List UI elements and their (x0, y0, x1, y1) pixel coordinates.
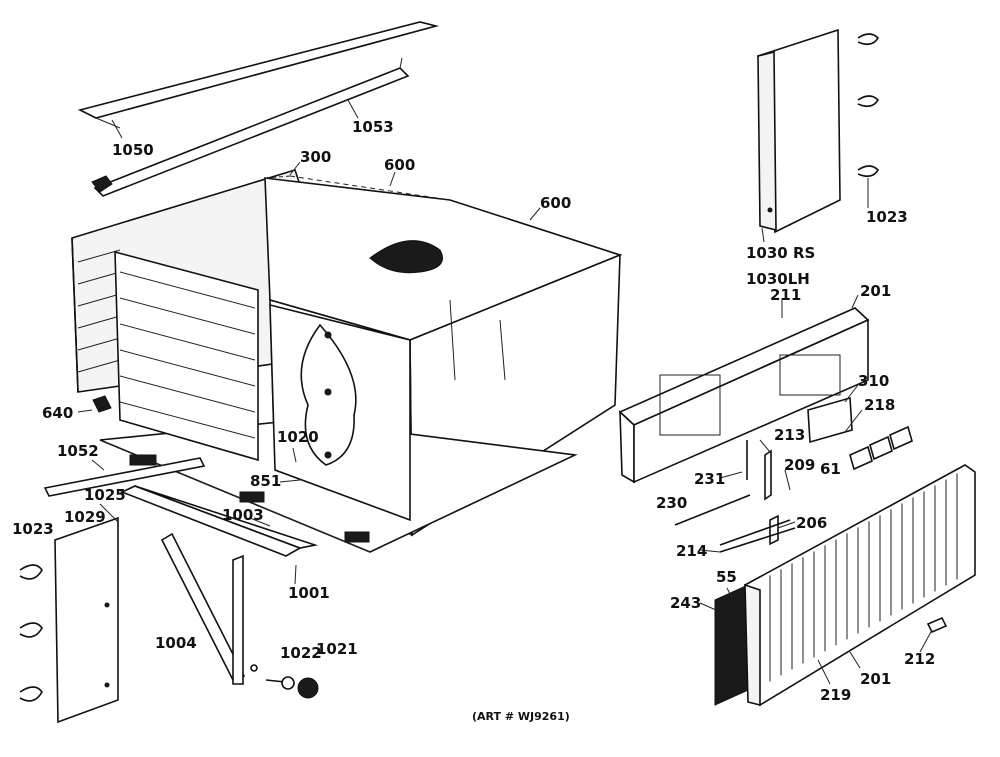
brace-1004 (160, 532, 246, 685)
louver-line (119, 323, 256, 361)
knob-1021 (297, 677, 319, 699)
label-1025: 1025 (84, 486, 126, 504)
label-61: 61 (820, 460, 841, 478)
label-214: 214 (676, 542, 707, 560)
clips-1023-left (19, 564, 43, 702)
control-panel-310 (807, 396, 853, 444)
clips-1023-right (857, 33, 880, 178)
label-1050: 1050 (112, 141, 154, 159)
label-640: 640 (42, 404, 73, 422)
coil-fin-line (77, 249, 121, 263)
label-1021: 1021 (316, 640, 358, 658)
knobs-61 (849, 425, 913, 471)
louver-line (119, 349, 256, 387)
side-curtain-1030 (757, 28, 841, 234)
label-201-top: 201 (860, 282, 891, 300)
rail-1052 (43, 457, 206, 497)
label-206: 206 (796, 514, 827, 532)
front-frame-201 (618, 307, 870, 484)
filter-55 (714, 584, 749, 706)
label-1020: 1020 (277, 428, 319, 446)
label-1003: 1003 (222, 506, 264, 524)
label-1030lh: 1030LH (746, 270, 810, 288)
bracket-640 (92, 395, 112, 413)
louver-line (119, 375, 256, 413)
louver-line (119, 271, 256, 309)
rail-1050 (91, 57, 410, 197)
label-1001: 1001 (288, 584, 330, 602)
label-211: 211 (770, 286, 801, 304)
label-1023-right: 1023 (866, 208, 908, 226)
cabinet-front-louvers (114, 250, 259, 462)
coil-fin-line (77, 337, 121, 351)
leader-lines (77, 99, 933, 685)
label-55: 55 (716, 568, 737, 586)
front-grille-201 (744, 464, 976, 707)
label-600-b: 600 (540, 194, 571, 212)
label-1053: 1053 (352, 118, 394, 136)
label-1029: 1029 (64, 508, 106, 526)
louver-line (119, 297, 256, 335)
label-231: 231 (694, 470, 725, 488)
label-1004: 1004 (155, 634, 197, 652)
label-219: 219 (820, 686, 851, 704)
coil-fin-line (77, 293, 121, 307)
label-230: 230 (656, 494, 687, 512)
label-851: 851 (250, 472, 281, 490)
label-243: 243 (670, 594, 701, 612)
screw-1022 (250, 664, 295, 690)
label-1052: 1052 (57, 442, 99, 460)
label-1030rs: 1030 RS (746, 244, 815, 262)
hardware-small-parts (674, 440, 796, 553)
label-600-a: 600 (384, 156, 415, 174)
part-labels: 1050 1053 300 600 600 640 1052 1020 851 … (12, 118, 935, 723)
label-212: 212 (904, 650, 935, 668)
label-218: 218 (864, 396, 895, 414)
label-300: 300 (300, 148, 331, 166)
partition-panel (269, 303, 411, 522)
louver-line (119, 401, 256, 439)
rail-1003 (119, 485, 319, 557)
label-213: 213 (774, 426, 805, 444)
side-panel-1029 (54, 516, 119, 724)
label-310: 310 (858, 372, 889, 390)
label-1022: 1022 (280, 644, 322, 662)
coil-fin-line (77, 359, 121, 373)
coil-fin-line (77, 271, 121, 285)
label-1023-left: 1023 (12, 520, 54, 538)
art-number: (ART # WJ9261) (472, 710, 570, 723)
label-209: 209 (784, 456, 815, 474)
label-201-bottom: 201 (860, 670, 891, 688)
coil-fin-line (77, 315, 121, 329)
